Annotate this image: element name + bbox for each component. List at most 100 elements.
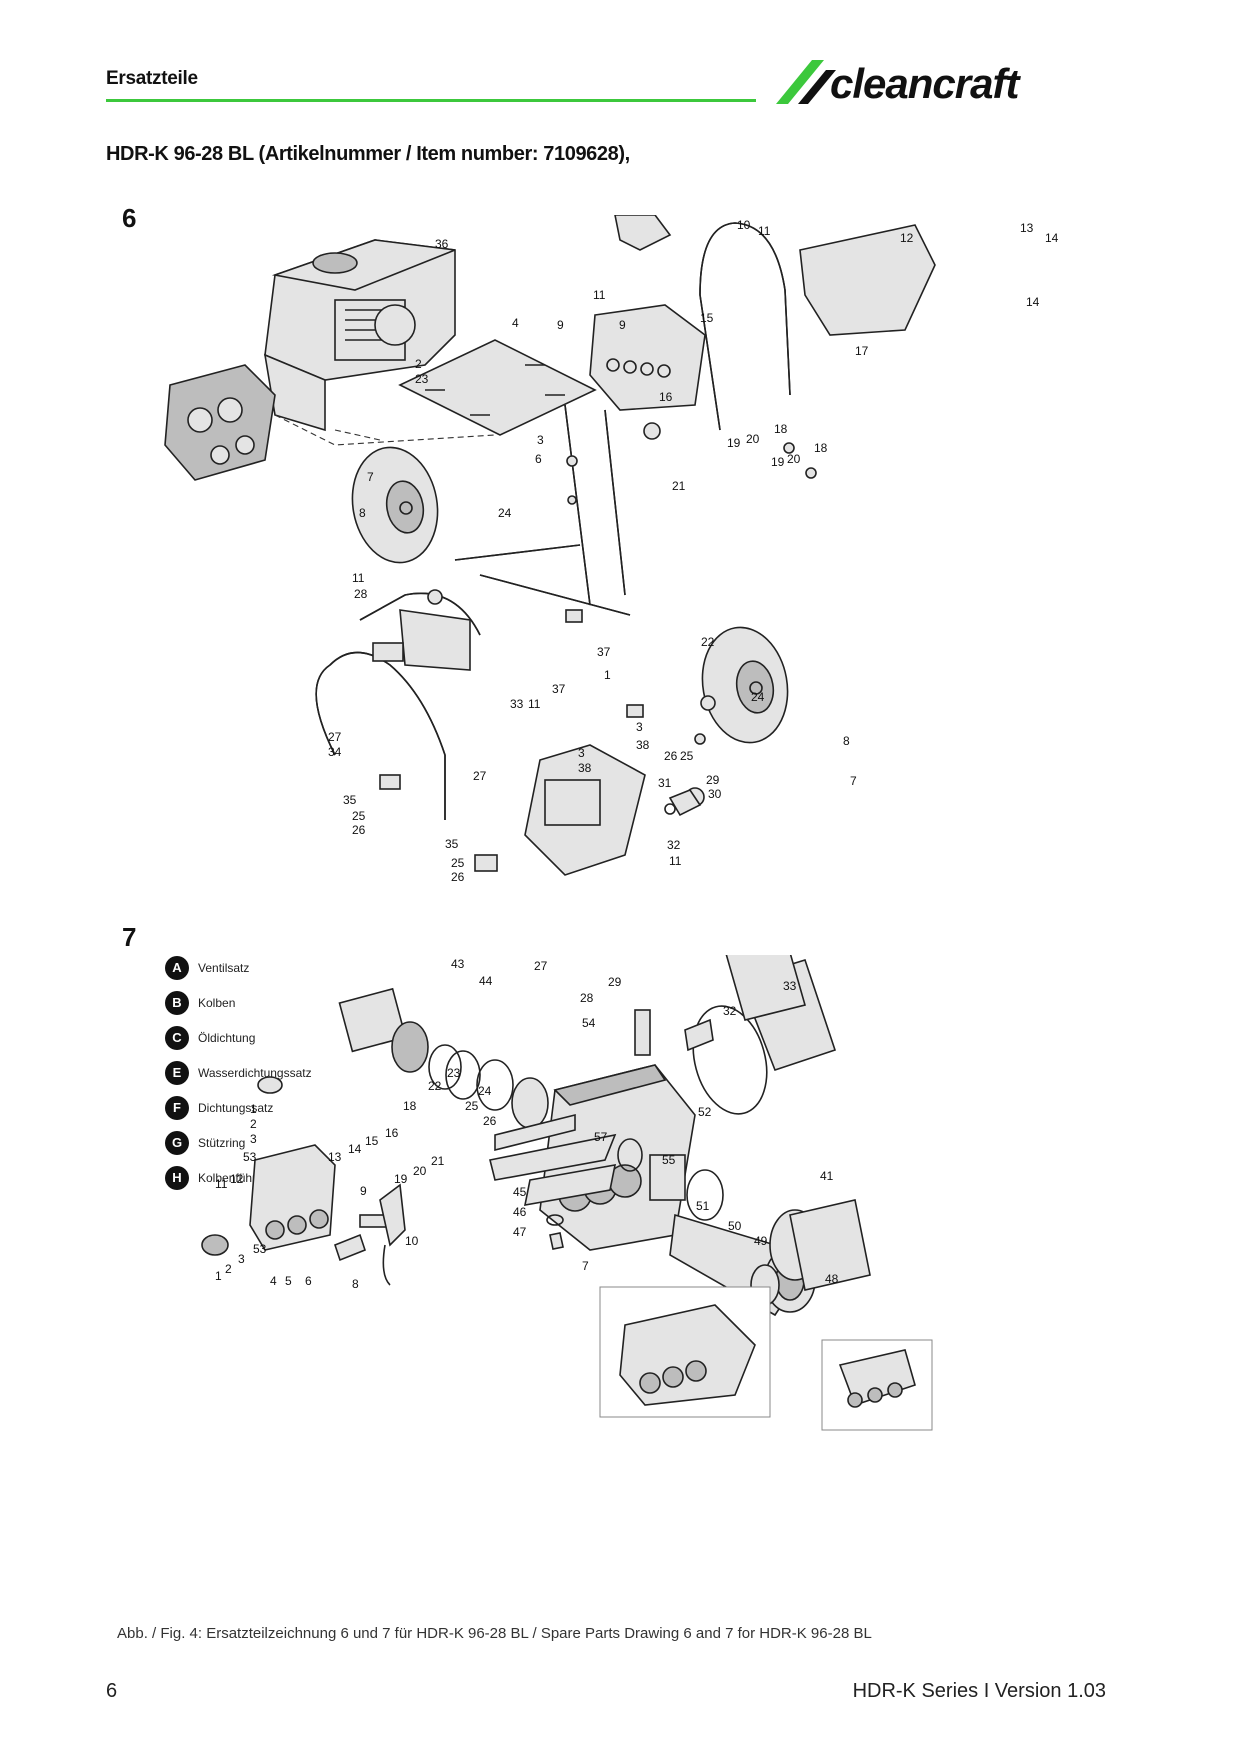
legend-item: A Ventilsatz — [165, 950, 315, 985]
svg-text:20: 20 — [413, 1164, 427, 1178]
svg-text:8: 8 — [843, 734, 850, 748]
svg-text:1: 1 — [250, 1102, 257, 1116]
engine-illustration — [263, 239, 456, 432]
svg-text:25: 25 — [352, 809, 366, 823]
svg-text:35: 35 — [445, 837, 459, 851]
svg-text:13: 13 — [328, 1150, 342, 1164]
chassis-tube — [454, 404, 631, 616]
legend-item: F Dichtungssatz — [165, 1090, 315, 1125]
svg-text:5: 5 — [285, 1274, 292, 1288]
legend-code: A — [165, 955, 189, 980]
legend-label: Dichtungssatz — [198, 1100, 274, 1115]
svg-text:45: 45 — [513, 1185, 527, 1199]
svg-text:21: 21 — [431, 1154, 445, 1168]
svg-text:16: 16 — [659, 390, 673, 404]
svg-text:1: 1 — [215, 1269, 222, 1283]
svg-text:15: 15 — [700, 311, 714, 325]
svg-text:52: 52 — [698, 1105, 712, 1119]
wheel-right — [701, 626, 789, 744]
svg-text:53: 53 — [253, 1242, 267, 1256]
svg-text:26: 26 — [664, 749, 678, 763]
svg-text:28: 28 — [354, 587, 368, 601]
svg-text:49: 49 — [754, 1234, 768, 1248]
svg-text:26: 26 — [451, 870, 465, 884]
legend-item: E Wasserdichtungssatz — [165, 1055, 315, 1090]
svg-text:27: 27 — [534, 959, 548, 973]
svg-text:1: 1 — [604, 668, 611, 682]
svg-text:2: 2 — [225, 1262, 232, 1276]
svg-text:27: 27 — [328, 730, 342, 744]
base-plate — [274, 339, 597, 446]
svg-text:51: 51 — [696, 1199, 710, 1213]
svg-text:41: 41 — [820, 1169, 834, 1183]
pump-illustration-6 — [164, 364, 276, 481]
svg-text:7: 7 — [367, 470, 374, 484]
figure-caption: Abb. / Fig. 4: Ersatzteilzeichnung 6 und… — [117, 1625, 872, 1642]
svg-text:9: 9 — [557, 318, 564, 332]
legend-item: C Öldichtung — [165, 1020, 315, 1055]
drawing-7-number: 7 — [122, 922, 137, 952]
legend-label: Stützring — [198, 1135, 246, 1150]
svg-text:36: 36 — [435, 237, 449, 251]
svg-text:7: 7 — [582, 1259, 589, 1273]
svg-text:26: 26 — [483, 1114, 497, 1128]
svg-text:22: 22 — [701, 635, 715, 649]
bracket-7 — [489, 1113, 617, 1250]
svg-text:12: 12 — [900, 231, 914, 245]
svg-text:53: 53 — [243, 1150, 257, 1164]
svg-text:29: 29 — [706, 773, 720, 787]
svg-text:10: 10 — [405, 1234, 419, 1248]
svg-text:3: 3 — [636, 720, 643, 734]
svg-text:19: 19 — [394, 1172, 408, 1186]
svg-text:24: 24 — [478, 1084, 492, 1098]
svg-text:13: 13 — [1020, 221, 1034, 235]
svg-text:18: 18 — [814, 441, 828, 455]
svg-text:11: 11 — [215, 1177, 228, 1191]
drawing-6-number: 6 — [122, 203, 137, 233]
svg-text:20: 20 — [746, 432, 760, 446]
svg-text:43: 43 — [451, 957, 465, 971]
svg-text:12: 12 — [230, 1172, 244, 1186]
svg-text:6: 6 — [535, 452, 542, 466]
svg-text:15: 15 — [365, 1134, 379, 1148]
svg-text:46: 46 — [513, 1205, 527, 1219]
svg-text:11: 11 — [669, 854, 682, 868]
svg-text:24: 24 — [498, 506, 512, 520]
page-number: 6 — [106, 1680, 118, 1702]
svg-text:29: 29 — [608, 975, 622, 989]
svg-text:55: 55 — [662, 1153, 676, 1167]
svg-text:33: 33 — [510, 697, 524, 711]
svg-text:18: 18 — [774, 422, 788, 436]
svg-text:14: 14 — [1045, 231, 1059, 245]
housing-cover-7 — [725, 955, 871, 1291]
svg-text:23: 23 — [415, 372, 429, 386]
svg-text:4: 4 — [270, 1274, 277, 1288]
document-title: HDR-K 96-28 BL (Artikelnummer / Item num… — [106, 143, 630, 165]
svg-text:14: 14 — [348, 1142, 362, 1156]
svg-text:38: 38 — [578, 761, 592, 775]
version-label: HDR-K Series I Version 1.03 — [852, 1680, 1106, 1702]
svg-text:26: 26 — [352, 823, 366, 837]
legend-code: C — [165, 1025, 189, 1050]
svg-text:9: 9 — [360, 1184, 367, 1198]
svg-text:31: 31 — [658, 776, 672, 790]
svg-text:25: 25 — [451, 856, 465, 870]
svg-text:24: 24 — [751, 690, 765, 704]
section-heading: Ersatzteile — [106, 68, 198, 89]
legend-code: G — [165, 1130, 189, 1155]
svg-text:14: 14 — [1026, 295, 1040, 309]
svg-text:57: 57 — [594, 1130, 608, 1144]
legend-item: G Stützring — [165, 1125, 315, 1160]
svg-text:9: 9 — [619, 318, 626, 332]
legend-label: Wasserdichtungssatz — [198, 1065, 312, 1080]
svg-text:2: 2 — [415, 357, 422, 371]
svg-text:30: 30 — [708, 787, 722, 801]
svg-text:50: 50 — [728, 1219, 742, 1233]
svg-text:19: 19 — [727, 436, 741, 450]
legend-label: Kolben — [198, 995, 236, 1010]
svg-text:16: 16 — [385, 1126, 399, 1140]
